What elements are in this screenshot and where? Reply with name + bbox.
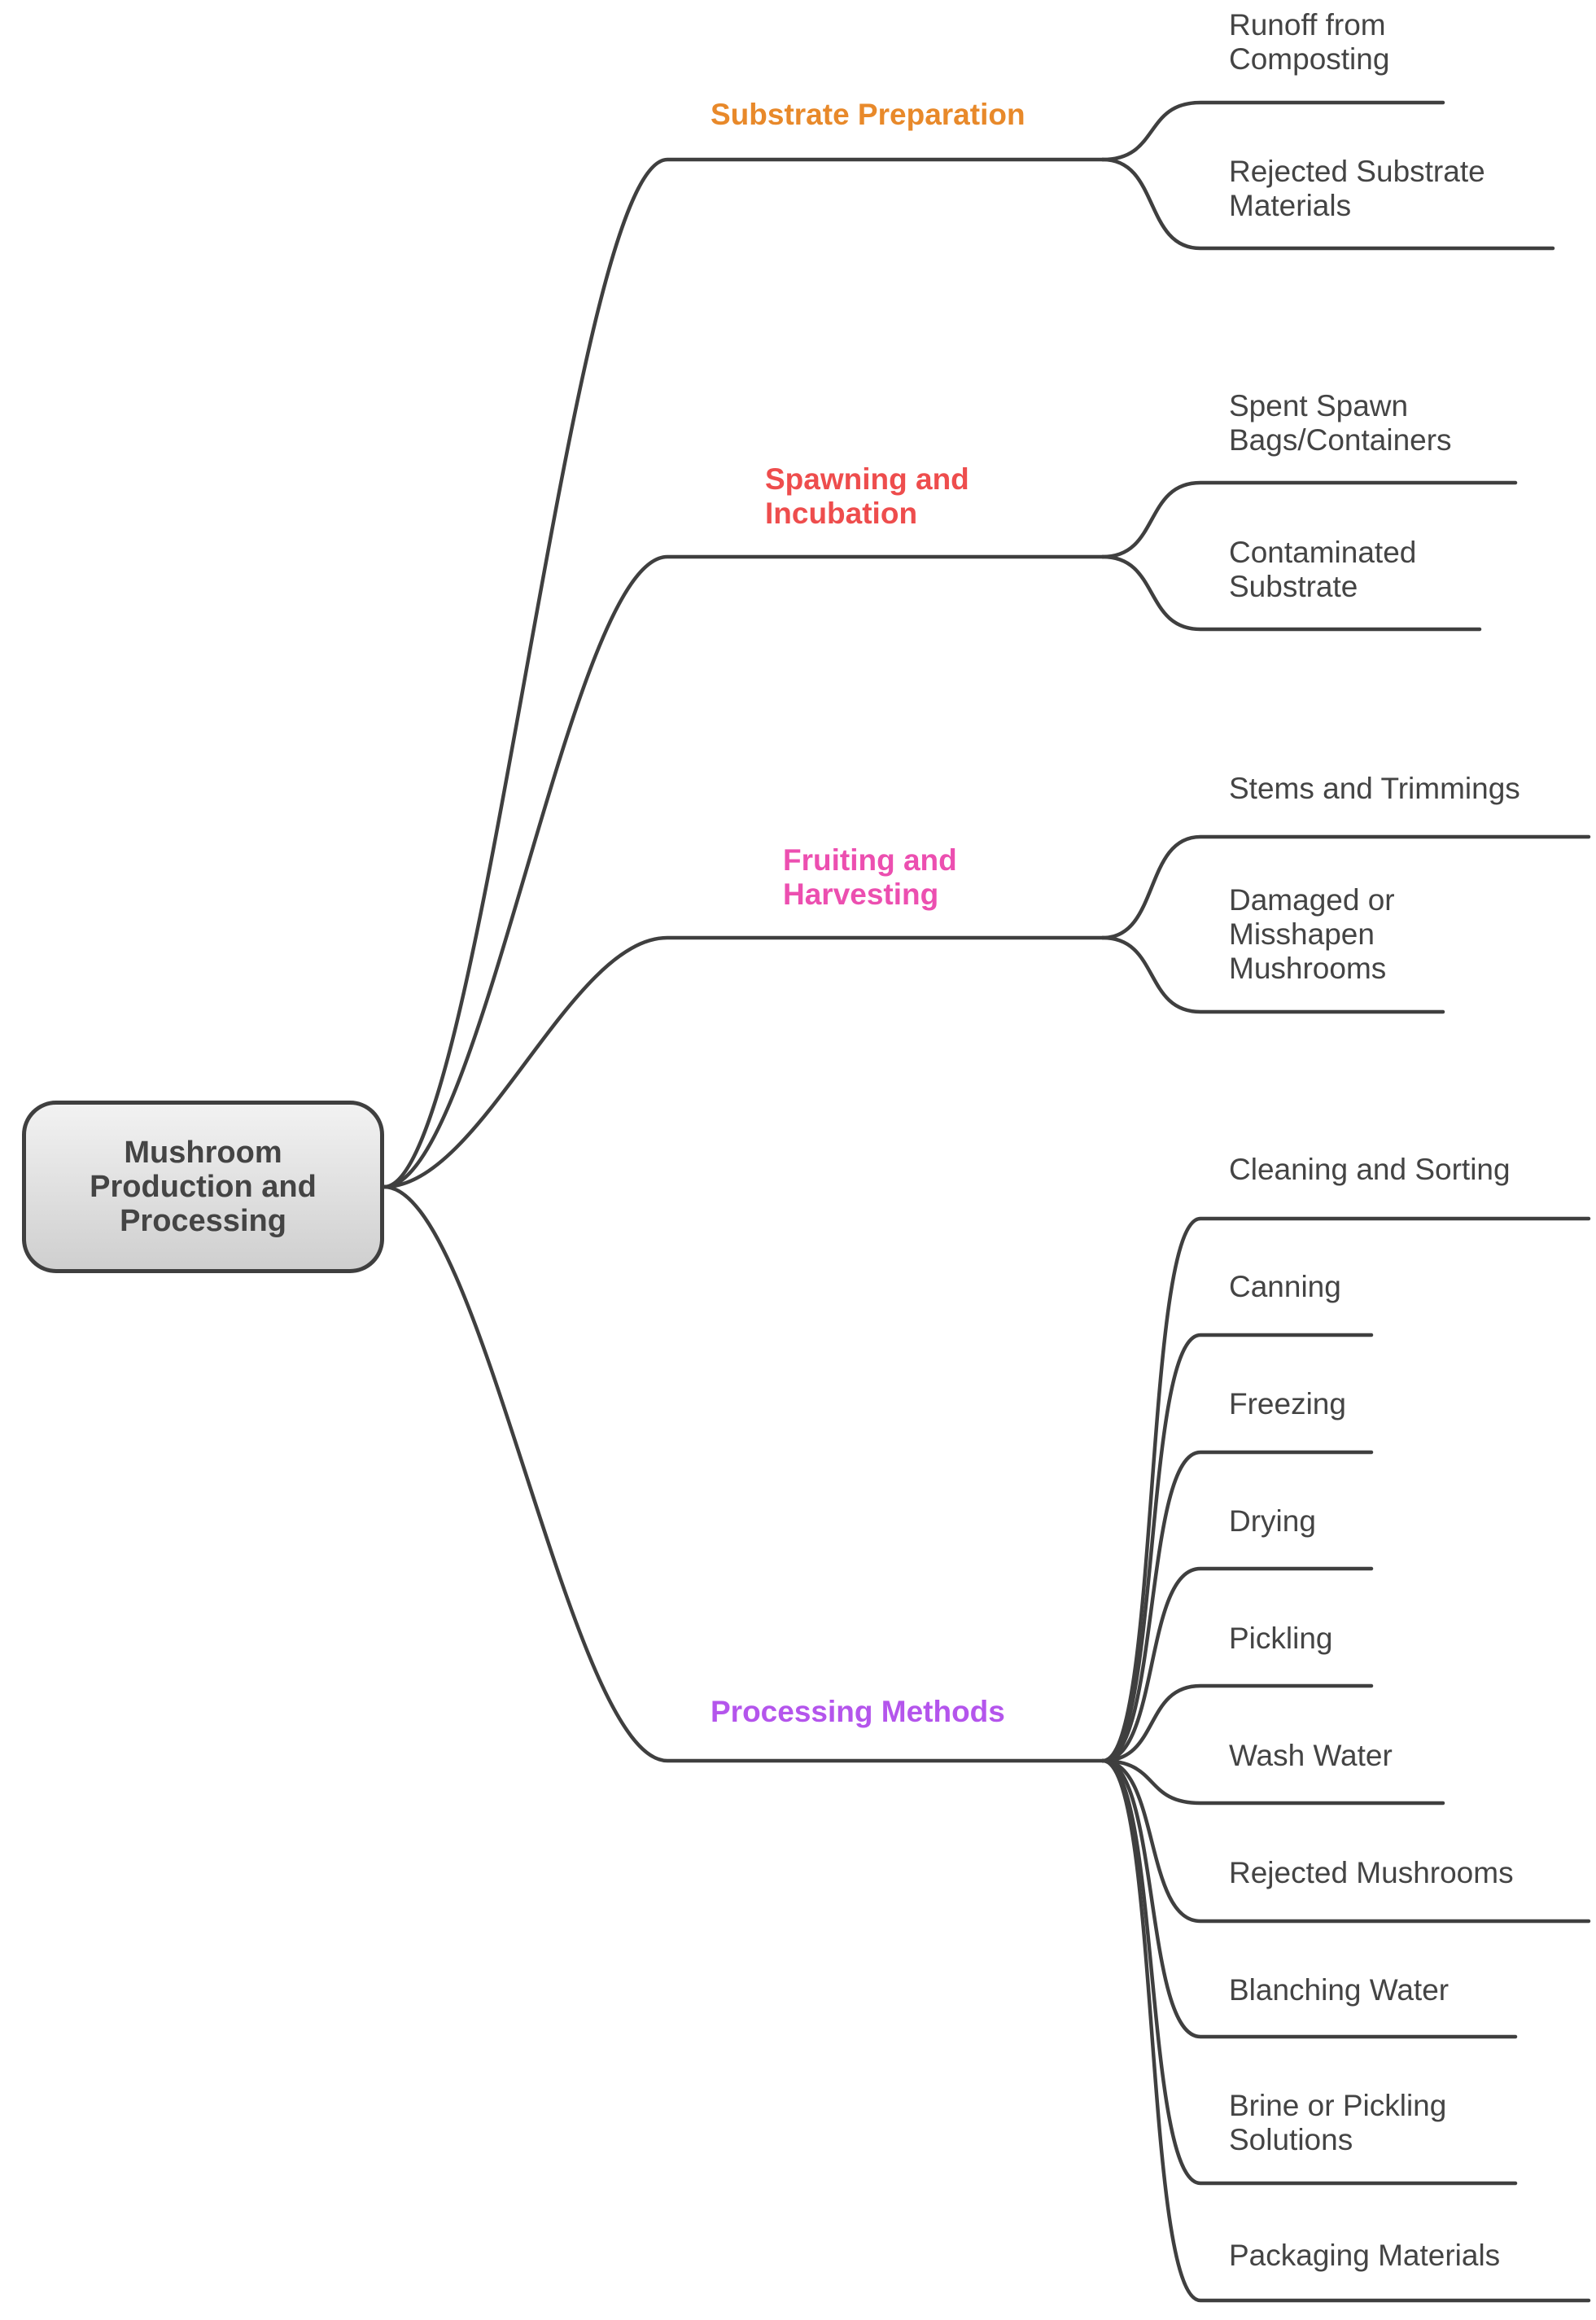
category-label-fruiting-and-harvesting[interactable]: Fruiting and Harvesting bbox=[783, 843, 957, 912]
leaf-label-line: Pickling bbox=[1229, 1622, 1333, 1655]
leaf-label-line: Misshapen bbox=[1229, 917, 1375, 951]
leaf-pickling[interactable]: Pickling bbox=[1229, 1622, 1333, 1656]
leaf-label-line: Substrate bbox=[1229, 570, 1358, 603]
root-label-line: Mushroom bbox=[124, 1136, 282, 1170]
leaf-damaged-or-misshapen-mushrooms[interactable]: Damaged or Misshapen Mushrooms bbox=[1229, 883, 1395, 986]
leaf-connector bbox=[1100, 157, 1555, 251]
category-connector bbox=[382, 157, 1105, 1189]
category-label-line: Substrate Preparation bbox=[711, 98, 1025, 131]
leaf-label-line: Blanching Water bbox=[1229, 1973, 1450, 2007]
category-label-line: Processing Methods bbox=[711, 1695, 1005, 1728]
leaf-label-line: Brine or Pickling bbox=[1229, 2089, 1447, 2122]
leaf-drying[interactable]: Drying bbox=[1229, 1504, 1316, 1539]
leaf-brine-or-pickling-solutions[interactable]: Brine or Pickling Solutions bbox=[1229, 2089, 1446, 2157]
root-label-line: Production and bbox=[90, 1170, 317, 1204]
category-connector bbox=[382, 1184, 1105, 1763]
leaf-connector bbox=[1100, 935, 1445, 1014]
category-label-spawning-and-incubation[interactable]: Spawning and Incubation bbox=[765, 462, 969, 531]
leaf-wash-water[interactable]: Wash Water bbox=[1229, 1739, 1393, 1773]
leaf-connector bbox=[1100, 834, 1591, 940]
leaf-label-line: Canning bbox=[1229, 1270, 1341, 1303]
leaf-stems-and-trimmings[interactable]: Stems and Trimmings bbox=[1229, 772, 1520, 806]
leaf-label-line: Materials bbox=[1229, 189, 1352, 222]
leaf-connector bbox=[1100, 554, 1482, 632]
leaf-label-line: Solutions bbox=[1229, 2123, 1353, 2156]
leaf-label-line: Rejected Mushrooms bbox=[1229, 1856, 1514, 1889]
category-label-line: Spawning and bbox=[765, 462, 969, 496]
root-label: Mushroom Production and Processing bbox=[65, 1136, 342, 1238]
leaf-label-line: Packaging Materials bbox=[1229, 2239, 1501, 2272]
leaf-label-line: Composting bbox=[1229, 42, 1390, 76]
leaf-connector bbox=[1100, 1758, 1445, 1806]
leaf-label-line: Bags/Containers bbox=[1229, 423, 1452, 457]
leaf-blanching-water[interactable]: Blanching Water bbox=[1229, 1973, 1449, 2007]
category-connector bbox=[382, 554, 1105, 1189]
leaf-cleaning-and-sorting[interactable]: Cleaning and Sorting bbox=[1229, 1153, 1511, 1187]
category-label-line: Incubation bbox=[765, 497, 918, 530]
leaf-label-line: Stems and Trimmings bbox=[1229, 772, 1520, 805]
leaf-connector bbox=[1100, 480, 1518, 559]
category-label-substrate-preparation[interactable]: Substrate Preparation bbox=[711, 98, 1025, 132]
leaf-label-line: Wash Water bbox=[1229, 1739, 1393, 1772]
root-node[interactable]: Mushroom Production and Processing bbox=[22, 1101, 384, 1273]
category-label-line: Harvesting bbox=[783, 878, 939, 911]
leaf-label-line: Spent Spawn bbox=[1229, 389, 1409, 422]
leaf-canning[interactable]: Canning bbox=[1229, 1270, 1341, 1304]
leaf-freezing[interactable]: Freezing bbox=[1229, 1387, 1346, 1421]
leaf-connector bbox=[1100, 1758, 1591, 1924]
leaf-label-line: Mushrooms bbox=[1229, 952, 1387, 985]
leaf-connector bbox=[1100, 1566, 1374, 1763]
leaf-label-line: Damaged or bbox=[1229, 883, 1395, 917]
leaf-connector bbox=[1100, 1758, 1518, 2039]
category-connector bbox=[382, 935, 1105, 1189]
leaf-connector bbox=[1100, 100, 1445, 162]
leaf-connector bbox=[1100, 1758, 1591, 2303]
leaf-label-line: Contaminated bbox=[1229, 536, 1417, 569]
leaf-rejected-substrate-materials[interactable]: Rejected Substrate Materials bbox=[1229, 155, 1485, 223]
category-label-processing-methods[interactable]: Processing Methods bbox=[711, 1695, 1005, 1729]
category-label-line: Fruiting and bbox=[783, 843, 957, 877]
leaf-packaging-materials[interactable]: Packaging Materials bbox=[1229, 2239, 1500, 2273]
root-label-line: Processing bbox=[120, 1204, 286, 1238]
leaf-label-line: Drying bbox=[1229, 1504, 1316, 1538]
leaf-label-line: Freezing bbox=[1229, 1387, 1346, 1420]
leaf-spent-spawn-bags[interactable]: Spent Spawn Bags/Containers bbox=[1229, 389, 1452, 457]
leaf-connector bbox=[1100, 1758, 1518, 2186]
leaf-contaminated-substrate[interactable]: Contaminated Substrate bbox=[1229, 536, 1416, 604]
leaf-rejected-mushrooms[interactable]: Rejected Mushrooms bbox=[1229, 1856, 1514, 1890]
leaf-connector bbox=[1100, 1216, 1591, 1763]
leaf-label-line: Runoff from bbox=[1229, 8, 1386, 42]
leaf-label-line: Cleaning and Sorting bbox=[1229, 1153, 1511, 1186]
leaf-runoff-from-composting[interactable]: Runoff from Composting bbox=[1229, 8, 1389, 77]
leaf-label-line: Rejected Substrate bbox=[1229, 155, 1485, 188]
leaf-connector bbox=[1100, 1683, 1374, 1763]
leaf-connector bbox=[1100, 1333, 1374, 1763]
leaf-connector bbox=[1100, 1450, 1374, 1763]
